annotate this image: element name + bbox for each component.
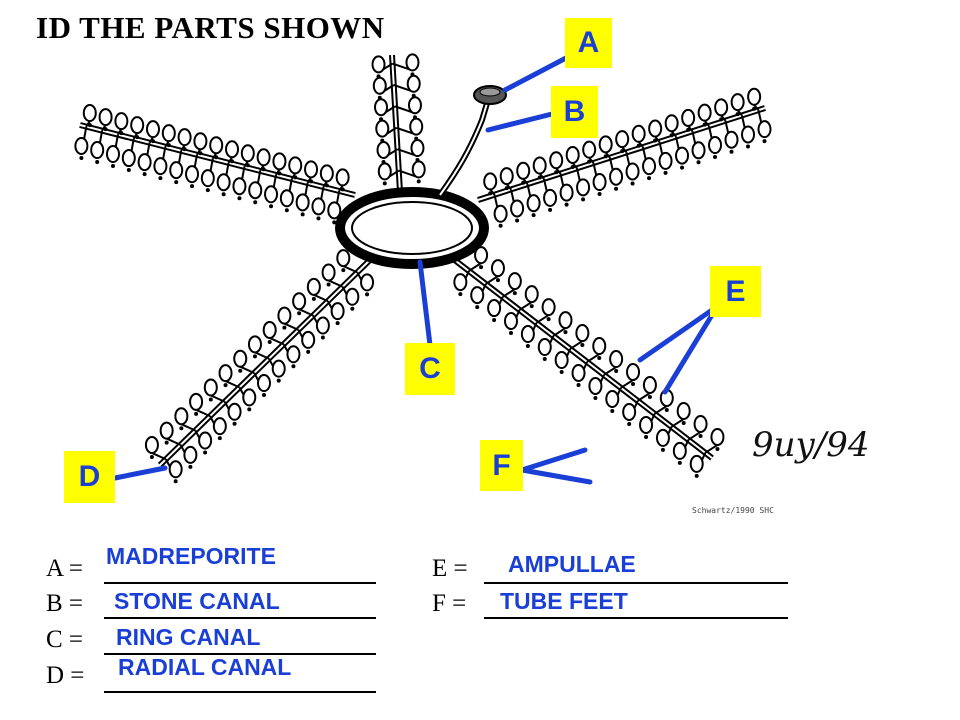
pointer-lines [112,55,715,485]
ring-canal-shape [335,187,489,269]
radial-arm [450,246,725,478]
radial-arm [144,249,375,484]
madreporite-shape [473,85,507,105]
answer-blank [104,582,376,584]
answer-prefix: A = [46,555,84,582]
answer-text: AMPULLAE [508,551,636,577]
answer-blank [484,617,788,619]
label-a: A [565,18,612,68]
artist-signature: Schwartz/1990 SHC [692,506,774,515]
label-b: B [551,86,598,138]
pointer-e1 [637,307,715,363]
answer-prefix: E = [432,555,468,582]
answer-row-b: B = STONE CANAL [46,588,386,624]
label-e: E [710,266,761,317]
answer-text: STONE CANAL [114,588,280,614]
answer-text: MADREPORITE [106,543,276,569]
label-d: D [64,451,115,503]
radial-arm [371,53,426,193]
radial-arm [74,104,356,225]
answer-text: RADIAL CANAL [118,654,292,680]
answer-blank [104,653,376,655]
pointer-f2 [519,467,593,485]
answer-text: TUBE FEET [500,588,628,614]
stone-canal-shape [437,99,491,197]
answer-prefix: C = [46,626,84,653]
answer-row-c: C = RING CANAL [46,624,386,660]
answer-prefix: D = [46,662,85,689]
pointer-e2 [662,312,715,395]
pointer-f1 [519,447,588,473]
pointer-c [417,259,433,348]
radial-arms [74,53,772,484]
answer-text: RING CANAL [116,624,261,650]
pointer-d [112,465,168,481]
radial-arm [477,87,772,228]
pointer-a [502,55,569,93]
label-f: F [480,440,523,491]
answer-prefix: F = [432,590,467,617]
answer-row-a: A = MADREPORITE [46,543,386,589]
answer-row-f: F = TUBE FEET [432,588,792,624]
handwritten-date: 9uy/94 [752,425,870,465]
answer-blank [104,691,376,693]
answer-prefix: B = [46,590,84,617]
answer-row-d: D = RADIAL CANAL [46,654,386,696]
answer-row-e: E = AMPULLAE [432,551,792,589]
answer-blank [484,582,788,584]
pointer-b [485,111,555,133]
page-title: ID THE PARTS SHOWN [36,10,385,45]
label-c: C [405,343,455,395]
answer-blank [104,617,376,619]
